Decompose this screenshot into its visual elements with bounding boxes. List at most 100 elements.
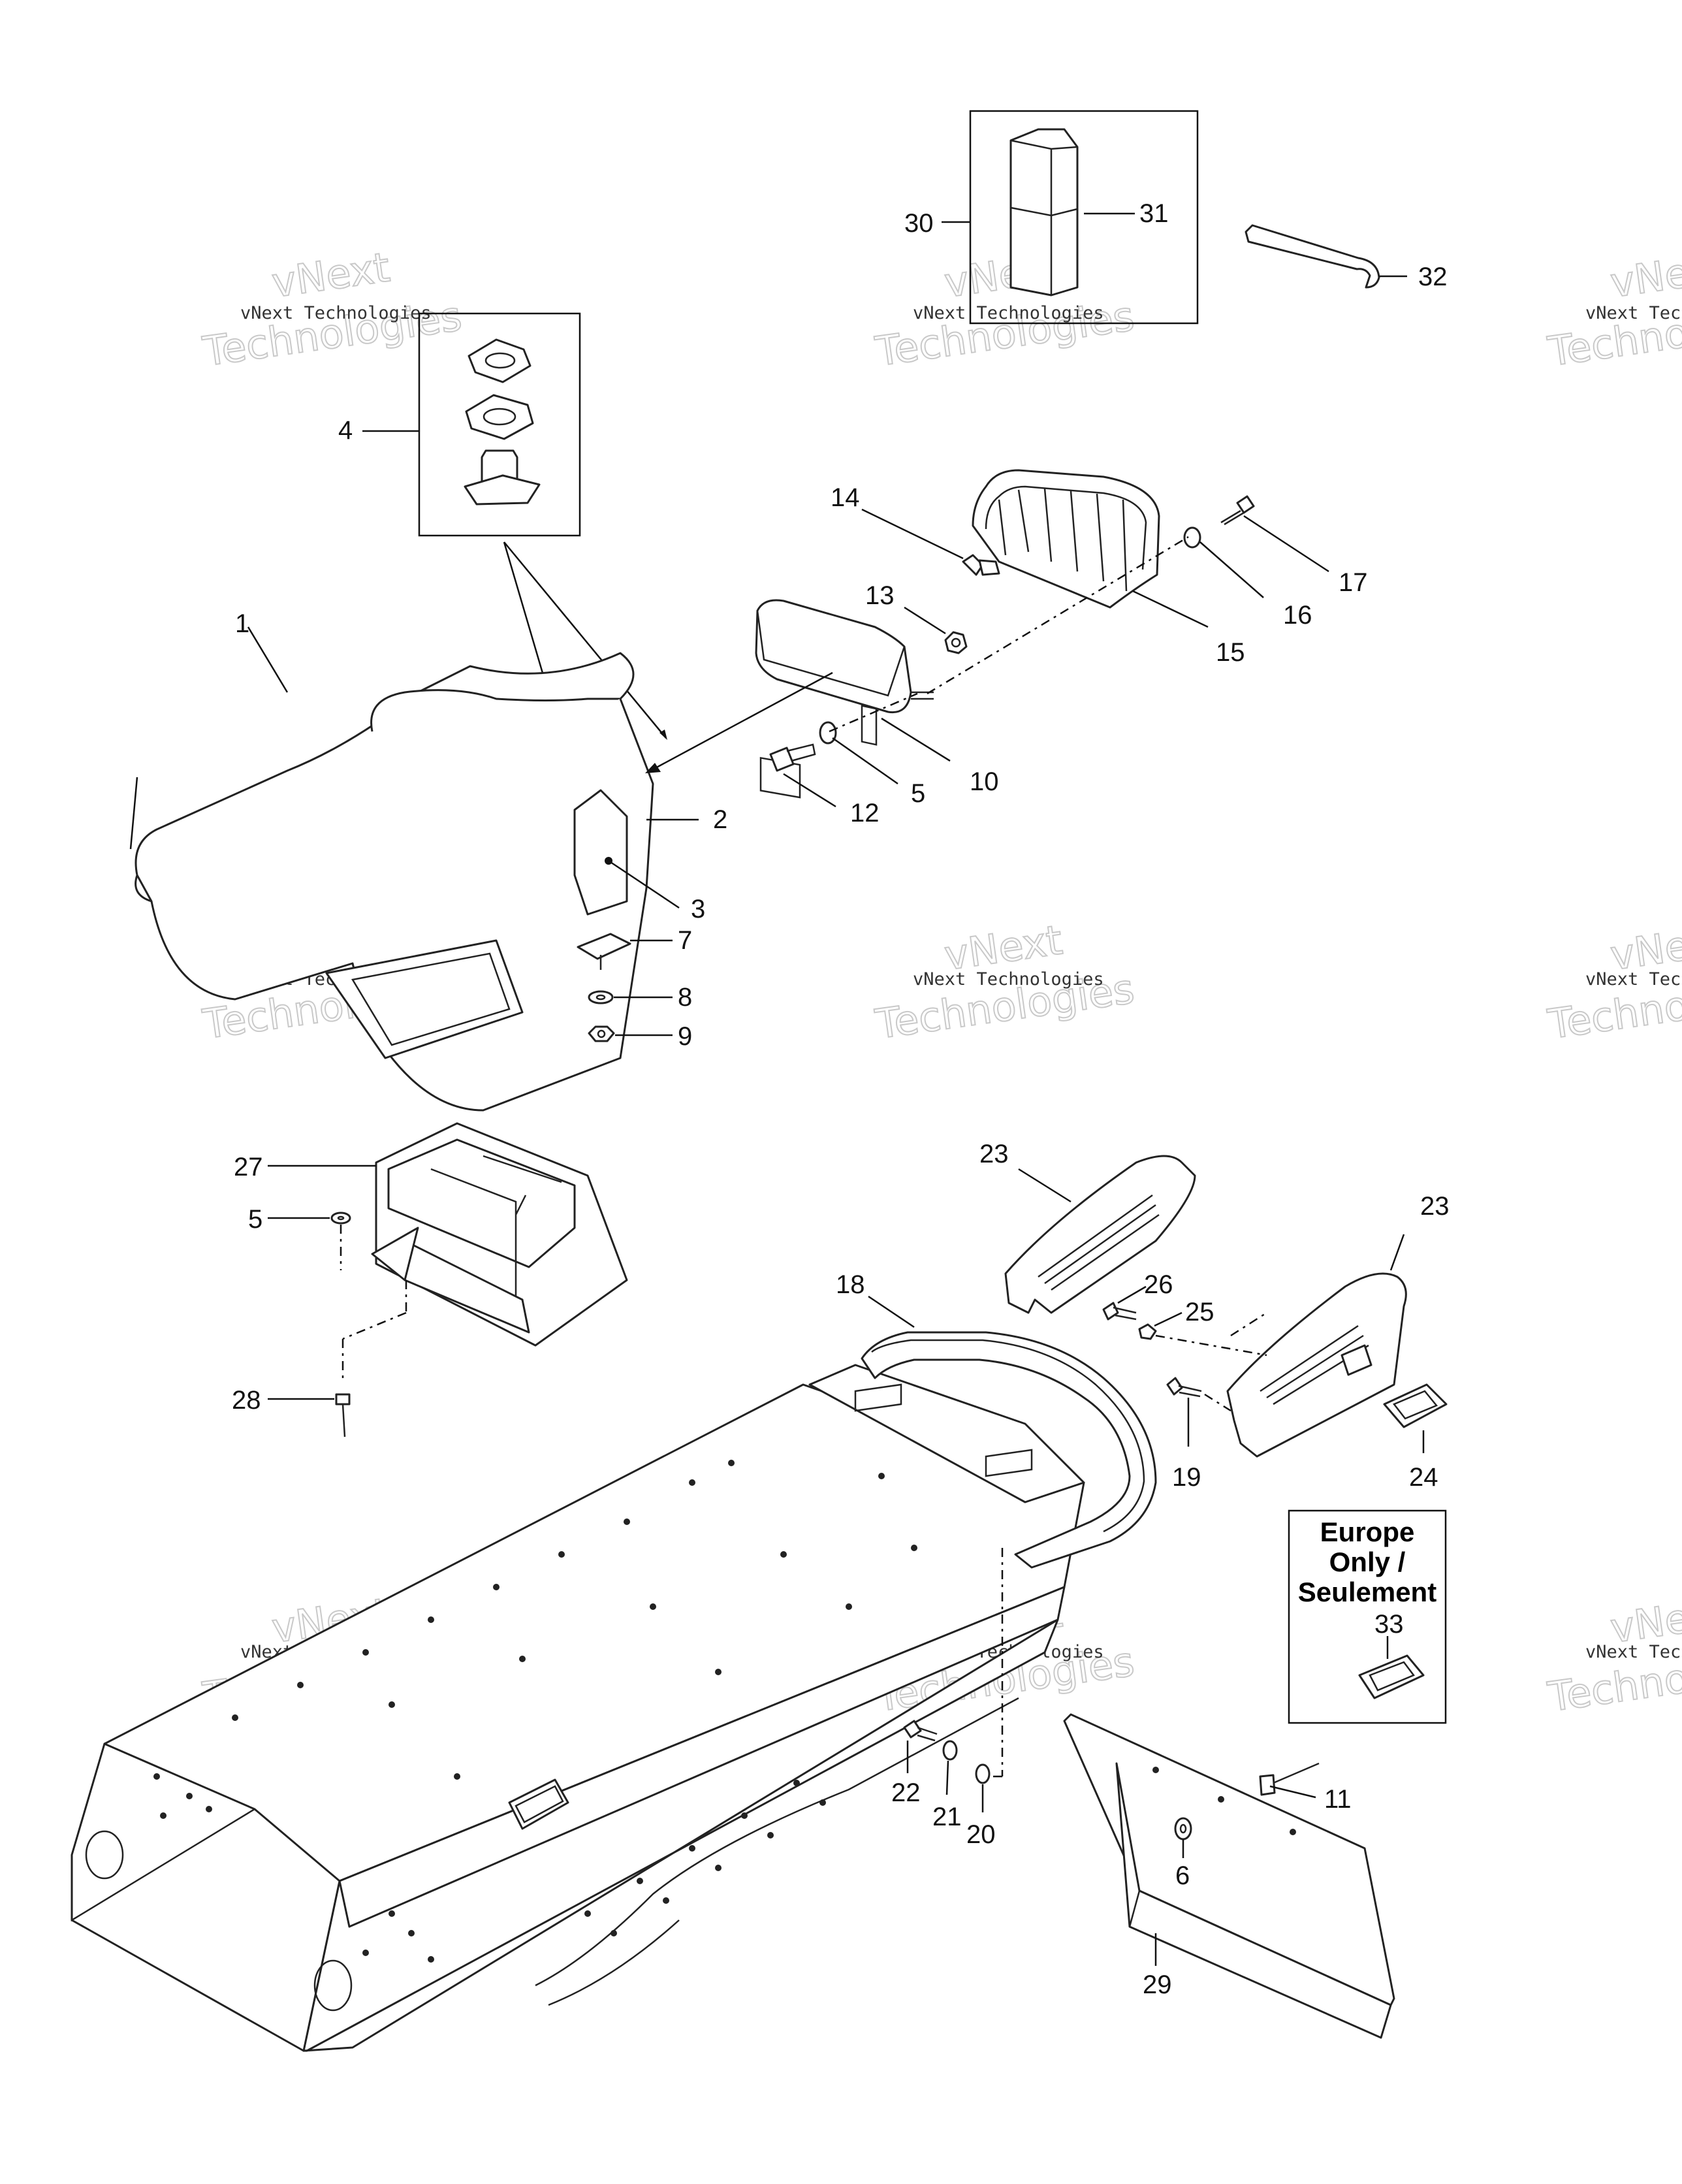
part-9-nut: [588, 1025, 615, 1042]
europe-note-line1: Europe: [1320, 1517, 1415, 1547]
part-3-rivet: [605, 857, 612, 865]
part-5-washer-top: [819, 721, 837, 745]
callout-30: 30: [904, 209, 934, 238]
leader-4-arrow-b: [503, 541, 667, 739]
watermark-top: vNext: [269, 243, 393, 306]
callout-2: 2: [713, 805, 727, 834]
part-23-cover-right: [1226, 1272, 1407, 1458]
leader-21: [945, 1760, 949, 1795]
part-29-flap: [1063, 1713, 1395, 2039]
arrow-head-10: [645, 763, 661, 773]
leader-16: [1199, 541, 1264, 598]
part-28-rivet: [335, 1393, 351, 1437]
callout-23-right: 23: [1420, 1192, 1450, 1221]
part-26-bolt: [1102, 1302, 1137, 1321]
watermark-small: vNext Technologies: [1585, 969, 1682, 989]
part-21-washer: [942, 1740, 958, 1761]
callout-1: 1: [235, 609, 249, 638]
watermark-3: Technologies vNext vNext Technologies: [1544, 242, 1682, 376]
dash-line-19: [1204, 1393, 1231, 1412]
part-16-washer: [1183, 526, 1201, 549]
callout-24: 24: [1409, 1463, 1438, 1492]
watermark-small: vNext Technologies: [1585, 1642, 1682, 1662]
callout-20: 20: [966, 1820, 996, 1849]
part-17-screw: [1220, 495, 1255, 526]
part-1-seat: [135, 652, 654, 1112]
part-18-grab-handle: [861, 1331, 1157, 1569]
part-25-nut: [1138, 1323, 1157, 1340]
leader-11: [1269, 1785, 1316, 1799]
callout-22: 22: [891, 1778, 921, 1807]
callout-17: 17: [1339, 568, 1368, 597]
europe-note-line3: Seulement: [1298, 1577, 1436, 1607]
watermark-2: Technologies vNext vNext Technologies: [872, 242, 1138, 376]
part-6-grommet: [1174, 1817, 1192, 1840]
callout-31: 31: [1139, 199, 1169, 228]
callout-26: 26: [1144, 1270, 1173, 1299]
tunnel-holes: [153, 1460, 917, 1963]
europe-note-box: [1288, 1509, 1447, 1724]
callout-13: 13: [865, 581, 895, 610]
callout-14: 14: [831, 483, 860, 512]
callout-23-left: 23: [979, 1140, 1009, 1168]
callout-3: 3: [691, 895, 705, 923]
part-12-bolt: [769, 743, 816, 772]
callout-25: 25: [1185, 1298, 1214, 1326]
part-8-washer: [588, 990, 614, 1004]
callout-21: 21: [932, 1803, 962, 1831]
part-4-box: [418, 312, 581, 537]
callout-29: 29: [1143, 1970, 1172, 1999]
callout-5-tray: 5: [248, 1205, 262, 1234]
callout-19: 19: [1172, 1463, 1201, 1492]
europe-note-line2: Only /: [1329, 1547, 1406, 1577]
tunnel-frame: [71, 1364, 1085, 2052]
callout-6: 6: [1175, 1861, 1190, 1890]
leader-1b: [129, 777, 138, 850]
callout-15: 15: [1216, 638, 1245, 667]
leader-10: [881, 717, 951, 762]
callout-9: 9: [678, 1022, 692, 1051]
leader-3: [610, 861, 680, 909]
callout-27: 27: [234, 1153, 263, 1181]
dash-line-12: [829, 692, 918, 733]
leader-1: [247, 626, 289, 693]
leader-5-top: [832, 737, 898, 785]
watermark-5: Technologies vNext vNext Technologies: [872, 915, 1138, 1049]
leader-13: [904, 606, 946, 635]
leader-26: [1117, 1285, 1147, 1304]
leader-18: [868, 1295, 915, 1328]
watermark-small: vNext Technologies: [1585, 303, 1682, 323]
part-5-washer-tray: [330, 1212, 351, 1225]
part-20-washer: [975, 1763, 991, 1784]
leader-12: [783, 773, 836, 808]
callout-33: 33: [1374, 1610, 1404, 1639]
dash-line-15: [927, 536, 1189, 695]
leader-14: [861, 508, 964, 560]
leader-23-left: [1018, 1168, 1071, 1203]
dash-line-25b: [1230, 1311, 1267, 1337]
leader-10-arrow: [652, 671, 833, 771]
leader-17: [1243, 515, 1329, 573]
part-11-rivet: [1259, 1762, 1320, 1796]
leader-25: [1154, 1311, 1182, 1327]
part-32-wrench: [1245, 224, 1380, 289]
watermark-top: vNext: [1608, 243, 1682, 306]
part-33-reflector: [1358, 1654, 1425, 1699]
part-22-bolt: [903, 1720, 938, 1742]
part-30-box: [969, 110, 1199, 325]
part-27-tray: [371, 1122, 628, 1347]
leader-15: [1132, 590, 1209, 628]
part-23-cover-left: [1004, 1155, 1196, 1314]
callout-10: 10: [970, 767, 999, 796]
callout-32: 32: [1418, 263, 1448, 291]
part-4-gaskets: [464, 338, 541, 506]
watermark-6: Technologies vNext vNext Technologies: [1544, 915, 1682, 1049]
part-19-screw: [1166, 1377, 1202, 1398]
callout-12: 12: [850, 799, 880, 827]
watermark-small: vNext Technologies: [913, 303, 1104, 323]
part-13-nut: [944, 631, 968, 654]
leader-23-right: [1389, 1234, 1405, 1271]
part-7-bracket: [577, 933, 631, 970]
callouts: 1 2 3 4 5 5 6 7 8 9 10 11 12 13 14 15 16…: [232, 199, 1450, 1999]
